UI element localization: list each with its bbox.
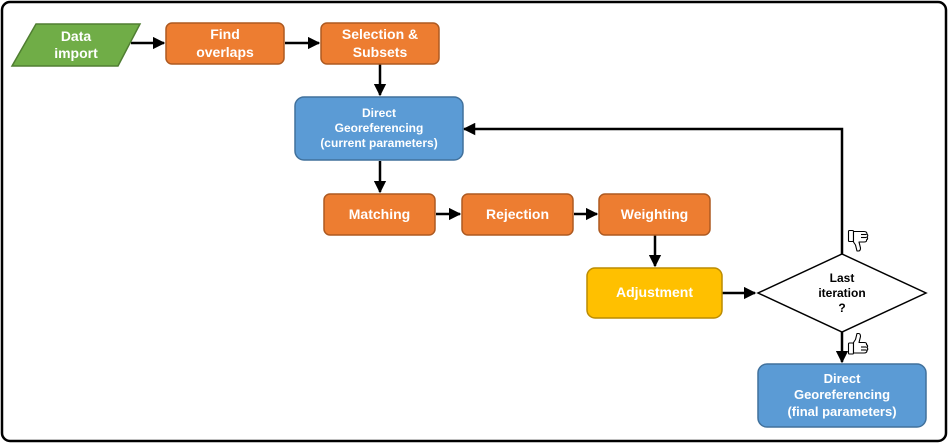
- node-last-iteration: [756, 253, 928, 333]
- node-direct-georef-final: [757, 363, 927, 428]
- arrow-loop-back: [462, 122, 844, 254]
- node-selection-subsets: [320, 22, 440, 65]
- node-rejection: [461, 193, 574, 236]
- node-find-overlaps: [165, 22, 285, 65]
- node-matching: [323, 193, 436, 236]
- node-adjustment: [586, 267, 723, 319]
- thumbs-down-icon: [847, 229, 869, 252]
- node-direct-georef-current: [294, 96, 464, 161]
- node-data-import: [10, 23, 142, 67]
- thumbs-up-icon: [847, 332, 869, 355]
- node-weighting: [598, 193, 711, 236]
